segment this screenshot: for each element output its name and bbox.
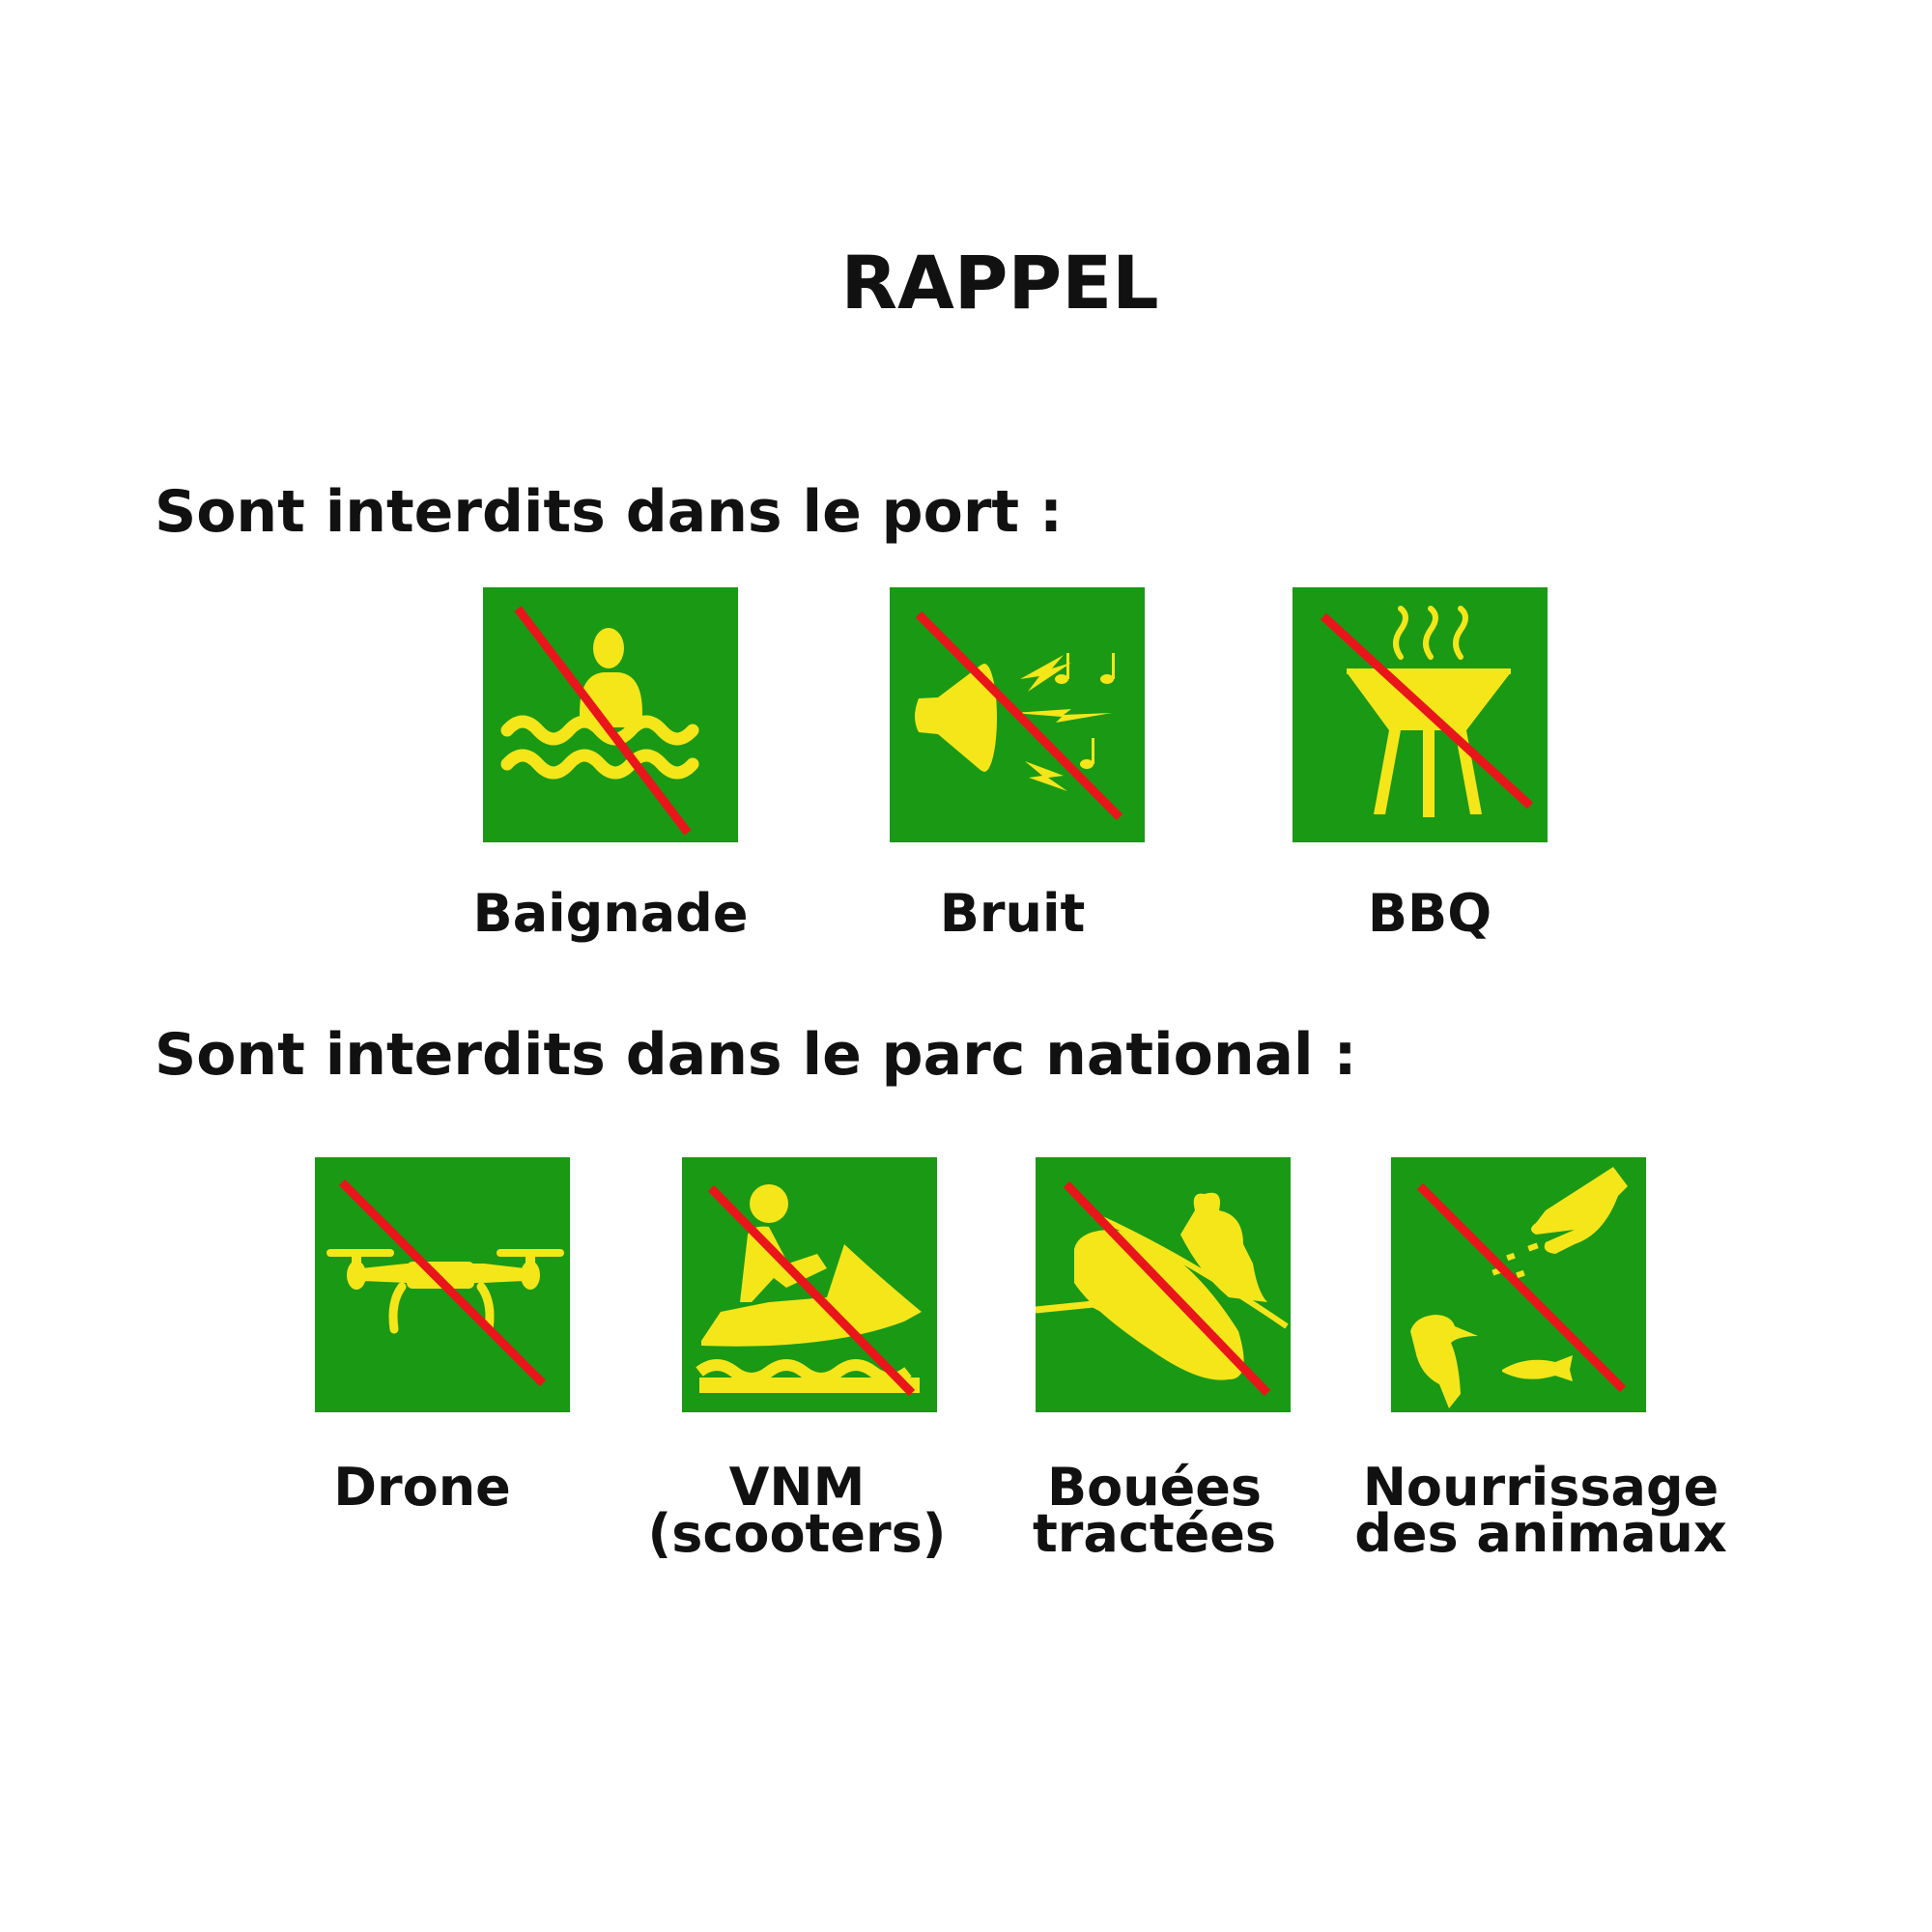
label-drone-line-1: Drone	[333, 1457, 511, 1518]
sign-bbq	[1293, 587, 1548, 842]
label-nourrissage-line-2: des animaux	[1354, 1503, 1727, 1564]
sign-bouees	[1036, 1157, 1291, 1412]
port-section-heading: Sont interdits dans le port :	[155, 478, 1063, 546]
sign-nourrissage	[1391, 1157, 1646, 1412]
jet-ski-icon	[682, 1157, 937, 1412]
label-bouees-line-1: Bouées	[1046, 1457, 1263, 1518]
swimmer-in-waves-icon	[483, 587, 738, 842]
sign-vnm	[682, 1157, 937, 1412]
drone-icon	[315, 1157, 570, 1412]
label-bruit: Bruit	[939, 883, 1086, 944]
loudspeaker-noise-icon	[890, 587, 1145, 842]
sign-drone	[315, 1157, 570, 1412]
sign-baignade	[483, 587, 738, 842]
label-vnm-line-1: VNM	[728, 1457, 866, 1518]
label-bbq: BBQ	[1367, 883, 1492, 944]
label-bouees: Bouées tractées	[961, 1457, 1348, 1564]
feeding-animals-icon	[1391, 1157, 1646, 1412]
label-baignade: Baignade	[472, 883, 749, 944]
sign-bruit	[890, 587, 1145, 842]
towed-buoy-icon	[1036, 1157, 1291, 1412]
label-nourrissage: Nourrissage des animaux	[1338, 1457, 1744, 1564]
page-title: RAPPEL	[840, 240, 1159, 326]
label-bouees-line-2: tractées	[1032, 1503, 1277, 1564]
label-drone: Drone	[229, 1457, 615, 1518]
label-nourrissage-line-1: Nourrissage	[1362, 1457, 1719, 1518]
label-vnm-line-2: (scooters)	[647, 1503, 947, 1564]
park-section-heading: Sont interdits dans le parc national :	[155, 1021, 1357, 1089]
label-vnm: VNM (scooters)	[604, 1457, 990, 1564]
barbecue-grill-icon	[1293, 587, 1548, 842]
